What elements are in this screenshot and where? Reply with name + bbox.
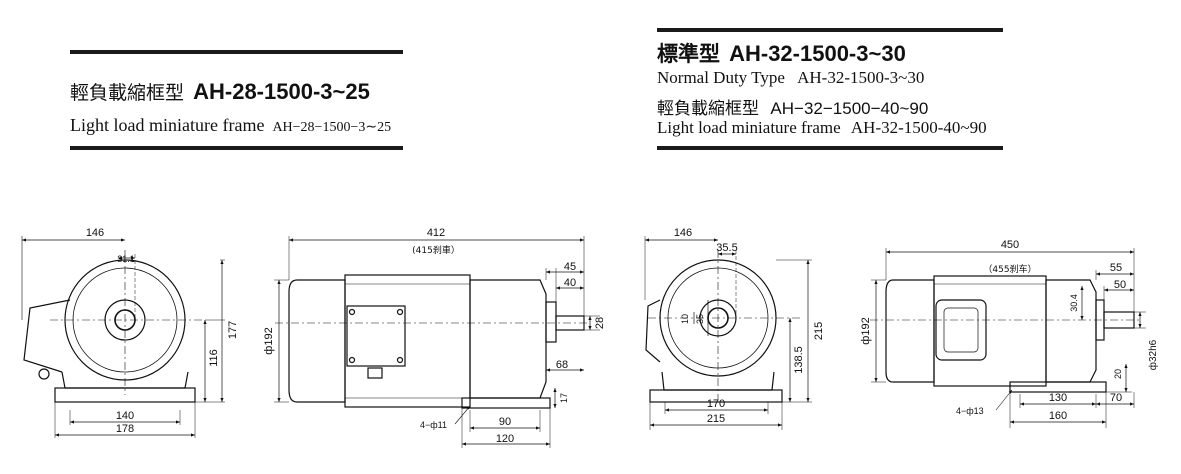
left-header-cjk-title: 輕負載縮框型 (70, 82, 185, 104)
ah28-front-label-140: 140 (116, 410, 134, 422)
left-header-title: 輕負載縮框型 AH-28-1500-3~25 (70, 78, 370, 105)
ah28-side-fan-cover (288, 279, 346, 403)
ah28-side-view (274, 236, 600, 448)
ah28-front-terminal (38, 368, 50, 380)
right-header-title: 標準型 AH-32-1500-3~30 (657, 38, 906, 68)
right-header-line3-en: Light load miniature frame (657, 118, 841, 137)
right-header-model: AH-32-1500-3~30 (729, 41, 906, 66)
ah28-side-label-415: (415刹車） (412, 244, 460, 256)
ah28-front-motor-box (23, 299, 71, 373)
left-header-subtitle: Light load miniature frame AH−28−1500−3∼… (70, 115, 391, 136)
ah28-front-labels: 146 31.1 177 116 140 178 (86, 227, 239, 435)
ah32-side-label-holes: 4−ф13 (956, 406, 984, 416)
ah32-front-label-215h: 215 (707, 413, 725, 425)
ah28-front-label-178: 178 (116, 423, 134, 435)
left-header-model: AH-28-1500-3~25 (193, 79, 370, 104)
ah28-side-label-17: 17 (559, 393, 569, 403)
ah32-front-label-170: 170 (707, 398, 725, 410)
ah28-side-foot (461, 397, 551, 409)
ah28-side-labels: 412 (415刹車） 45 40 28 ф192 68 17 4−ф11 90… (263, 227, 606, 445)
left-header-english: Light load miniature frame (70, 115, 265, 135)
ah28-side-label-68: 68 (556, 359, 568, 371)
ah32-side-label-70: 70 (1110, 392, 1122, 404)
ah32-front-label-138-5: 138.5 (793, 346, 805, 374)
ah28-side-label-412: 412 (427, 227, 445, 239)
ah28-front-foot (54, 387, 196, 403)
ah28-front-label-177: 177 (227, 321, 239, 339)
ah32-side-label-130: 130 (1049, 392, 1067, 404)
ah32-side-label-phi32h6: ф32h6 (1147, 339, 1159, 370)
ah28-side-label-holes: 4−ф11 (420, 420, 447, 430)
right-header-line2-model: AH−32−1500−40~90 (770, 99, 929, 118)
ah28-side-terminal-box (346, 305, 406, 367)
left-header-top-rule (70, 50, 403, 54)
ah28-side-conduit (367, 367, 383, 379)
ah28-front-label-116: 116 (208, 349, 220, 367)
ah32-front-label-215v: 215 (813, 322, 825, 340)
ah32-side-labels: 450 （455刹车） 55 50 30.4 ф192 ф32h6 20 4−ф… (860, 239, 1159, 422)
ah28-side-motor-body (344, 274, 471, 408)
ah28-side-label-120: 120 (496, 433, 514, 445)
ah28-side-label-45: 45 (564, 261, 576, 273)
ah32-front-foot (649, 389, 783, 403)
right-header-line2-cjk: 輕負載縮框型 (657, 99, 759, 119)
ah28-side-label-28: 28 (594, 317, 606, 329)
ah32-side-motor-body (933, 275, 1047, 387)
right-header-line3: Light load miniature frame AH-32-1500-40… (657, 118, 987, 138)
ah32-side-label-phi192: ф192 (860, 317, 872, 344)
ah32-side-fan-cover (885, 279, 935, 383)
ah28-side-label-90: 90 (499, 416, 511, 428)
ah32-front-label-146: 146 (674, 227, 692, 239)
ah32-side-terminal-box (935, 299, 987, 361)
right-header-top-rule (657, 28, 1003, 32)
ah28-front-view (21, 236, 225, 438)
right-header-line1: Normal Duty Type AH-32-1500-3~30 (657, 68, 924, 88)
ah32-front-motor-box (645, 299, 661, 363)
ah32-side-foot (1009, 381, 1107, 393)
right-header-line1-model: AH-32-1500-3~30 (797, 68, 925, 87)
ah32-side-label-455: （455刹车） (983, 263, 1036, 275)
ah32-front-label-35-5: 35.5 (716, 242, 737, 254)
ah32-side-label-20: 20 (1113, 369, 1123, 379)
ah32-front-label-10: 10 (680, 314, 690, 324)
left-header-bottom-rule (70, 146, 403, 150)
ah28-side-flange (545, 301, 557, 343)
ah32-side-label-50: 50 (1114, 279, 1126, 291)
right-header-bottom-rule (657, 146, 1003, 150)
ah32-side-label-30-4: 30.4 (1069, 294, 1079, 312)
ah28-side-label-phi192: ф192 (263, 327, 275, 354)
ah28-side-gearbox (469, 279, 547, 399)
ah28-front-label-146: 146 (86, 227, 104, 239)
ah28-front-label-31-1: 31.1 (117, 254, 135, 264)
ah32-side-view (870, 248, 1146, 428)
right-header-line1-en: Normal Duty Type (657, 68, 785, 87)
ah28-side-label-40: 40 (564, 277, 576, 289)
ah32-side-label-55: 55 (1110, 262, 1122, 274)
right-header-line3-model: AH-32-1500-40~90 (850, 118, 987, 137)
right-header-cjk-title: 標準型 (657, 42, 720, 66)
ah32-front-view (644, 236, 812, 430)
ah32-side-label-450: 450 (1001, 239, 1019, 251)
right-header-line2: 輕負載縮框型 AH−32−1500−40~90 (657, 94, 928, 119)
ah32-front-labels: 146 35.5 10 35 215 138.5 170 215 (674, 227, 825, 425)
ah32-front-label-35: 35 (695, 314, 705, 324)
left-header-english-model: AH−28−1500−3∼25 (272, 120, 392, 135)
ah32-side-label-160: 160 (1049, 410, 1067, 422)
